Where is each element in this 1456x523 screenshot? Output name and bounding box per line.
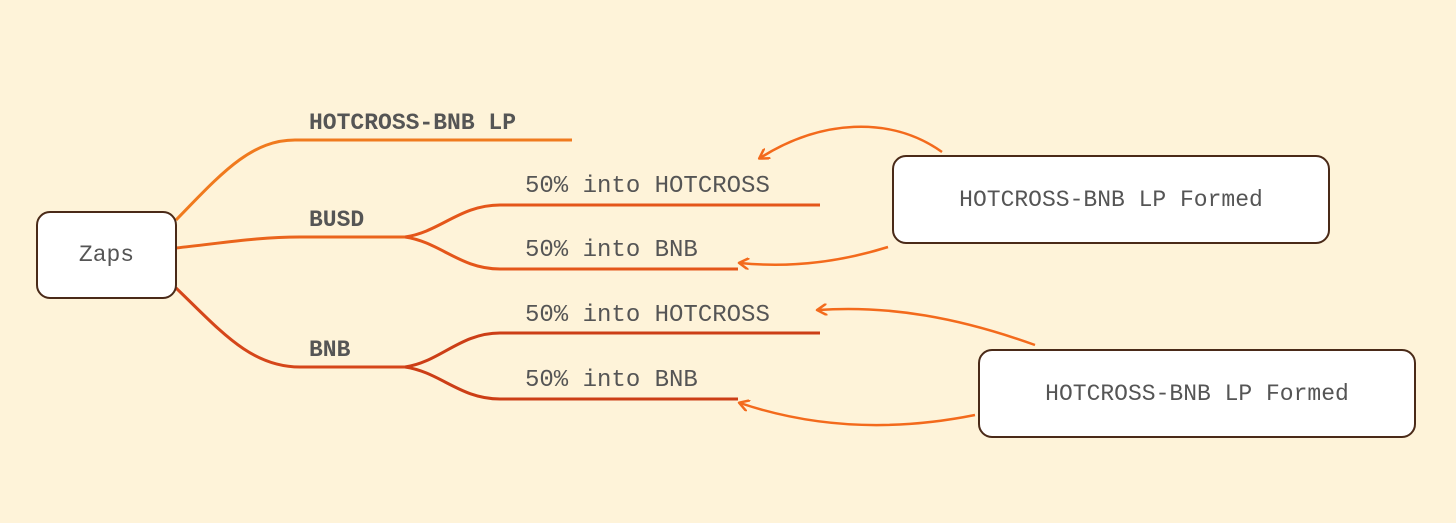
edge-busd-to-hotcross bbox=[404, 203, 820, 239]
edge-root-to-lp bbox=[174, 138, 572, 222]
leaf-label-busd-hotcross: 50% into HOTCROSS bbox=[525, 173, 770, 200]
root-node-label: Zaps bbox=[78, 242, 135, 268]
arrow-result1-to-lp bbox=[760, 125, 943, 158]
arrow-result2-to-hotcross bbox=[818, 309, 1036, 347]
result-node-1-label: HOTCROSS-BNB LP Formed bbox=[959, 186, 1263, 213]
edge-bnb-to-bnb bbox=[404, 365, 738, 401]
result-node-2-label: HOTCROSS-BNB LP Formed bbox=[1045, 380, 1349, 407]
edge-root-to-bnb bbox=[174, 286, 405, 369]
result-node-2[interactable]: HOTCROSS-BNB LP Formed bbox=[978, 349, 1416, 438]
leaf-label-bnb-hotcross: 50% into HOTCROSS bbox=[525, 302, 770, 329]
leaf-label-bnb-bnb: 50% into BNB bbox=[525, 367, 698, 394]
branch-label-lp: HOTCROSS-BNB LP bbox=[309, 110, 517, 136]
edge-root-to-busd bbox=[175, 235, 405, 250]
branch-label-bnb: BNB bbox=[309, 337, 351, 363]
result-node-1[interactable]: HOTCROSS-BNB LP Formed bbox=[892, 155, 1330, 244]
root-node-zaps[interactable]: Zaps bbox=[36, 211, 177, 299]
branch-label-busd: BUSD bbox=[309, 207, 365, 233]
arrow-result1-to-bnb bbox=[740, 245, 889, 265]
edge-busd-to-bnb bbox=[404, 235, 738, 271]
edge-bnb-to-hotcross bbox=[404, 331, 820, 369]
arrow-result2-to-bnb bbox=[740, 403, 976, 427]
leaf-label-busd-bnb: 50% into BNB bbox=[525, 237, 698, 264]
